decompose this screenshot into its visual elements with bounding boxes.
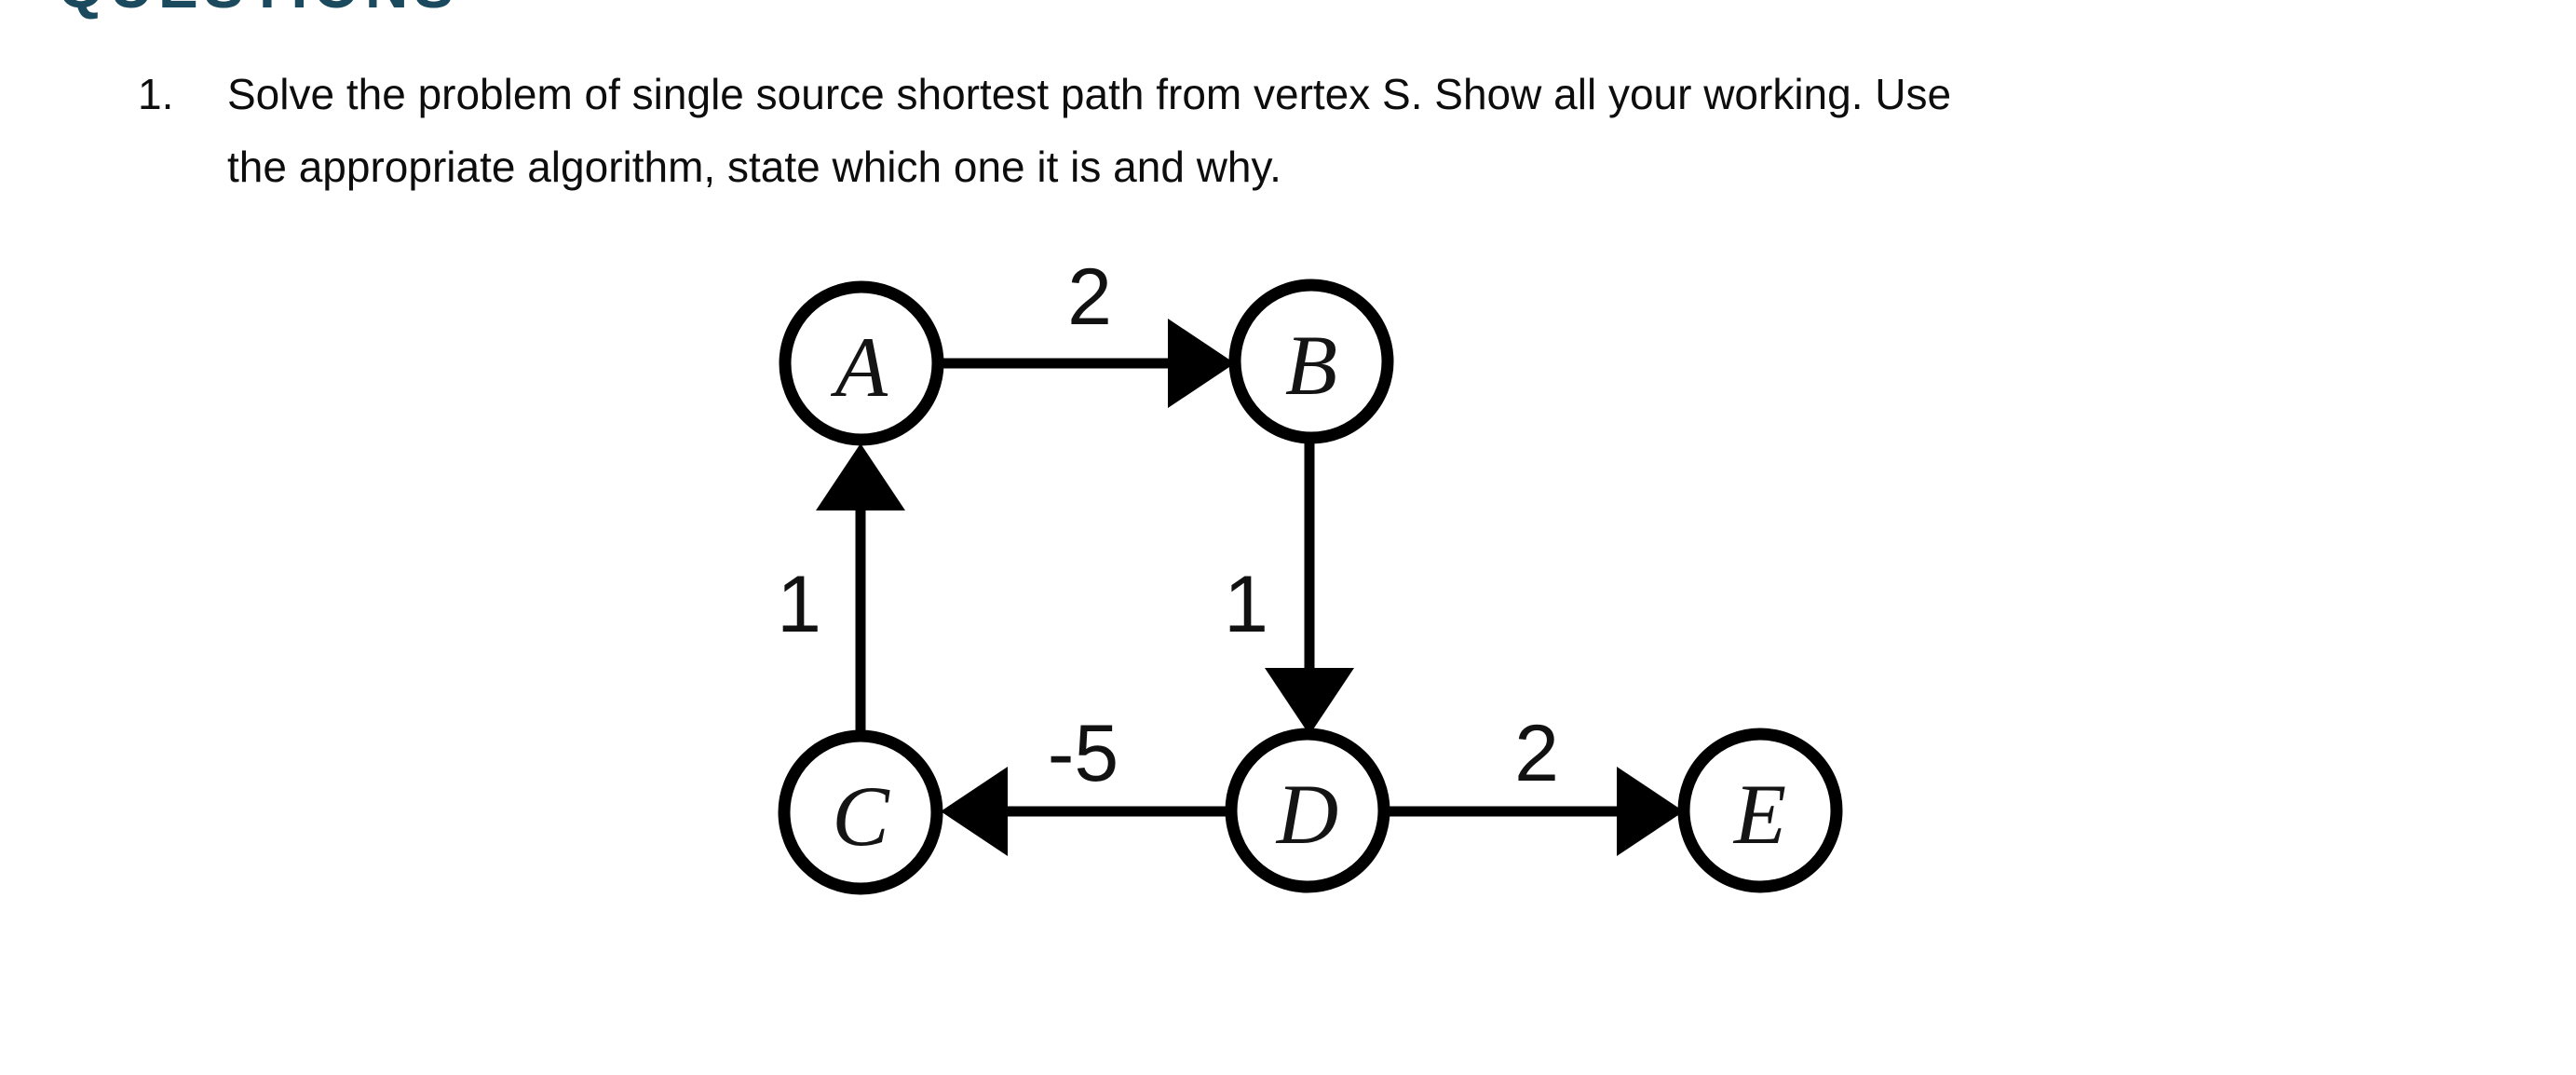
node-e-label: E bbox=[1732, 767, 1786, 862]
node-e-circle[interactable] bbox=[1677, 728, 1843, 893]
node-c-label: C bbox=[832, 769, 890, 864]
question-text: Solve the problem of single source short… bbox=[227, 58, 2341, 203]
node-b-circle[interactable] bbox=[1228, 279, 1394, 444]
node-d-circle[interactable] bbox=[1225, 728, 1390, 893]
page-heading: QUESTIONS bbox=[58, 0, 459, 22]
node-d-label: D bbox=[1275, 767, 1338, 862]
question-text-line-2: the appropriate algorithm, state which o… bbox=[227, 143, 1281, 191]
node-a-label: A bbox=[830, 320, 888, 415]
edge-c-to-a-arrowhead bbox=[816, 443, 905, 510]
graph-node-e[interactable]: E bbox=[1677, 728, 1843, 893]
graph-node-b[interactable]: B bbox=[1228, 279, 1394, 444]
node-c-circle[interactable] bbox=[778, 729, 943, 895]
edge-weight-d-to-e: 2 bbox=[1514, 709, 1559, 798]
edge-d-to-c bbox=[941, 767, 1231, 856]
question-row: 1. Solve the problem of single source sh… bbox=[138, 58, 2392, 203]
edge-b-to-d bbox=[1265, 439, 1354, 735]
edge-d-to-e-arrowhead bbox=[1617, 767, 1684, 856]
graph-diagram: A B C D E 2 1 -5 2 1 bbox=[717, 242, 1928, 969]
question-number: 1. bbox=[138, 70, 174, 118]
edge-a-to-b-arrowhead bbox=[1168, 319, 1235, 408]
question-text-line-1: Solve the problem of single source short… bbox=[227, 70, 1952, 118]
graph-node-d[interactable]: D bbox=[1225, 728, 1390, 893]
edge-weight-d-to-c: -5 bbox=[1048, 709, 1119, 798]
edge-weight-b-to-d: 1 bbox=[1224, 560, 1268, 649]
node-a-circle[interactable] bbox=[779, 280, 944, 446]
edge-b-to-d-arrowhead bbox=[1265, 668, 1354, 735]
node-b-label: B bbox=[1285, 318, 1337, 413]
edge-c-to-a bbox=[816, 443, 905, 736]
edge-d-to-e bbox=[1384, 767, 1684, 856]
edge-weight-c-to-a: 1 bbox=[777, 560, 821, 649]
page-heading-text: QUESTIONS bbox=[58, 0, 459, 20]
graph-node-a[interactable]: A bbox=[779, 280, 944, 446]
edge-a-to-b bbox=[939, 319, 1235, 408]
edge-weight-a-to-b: 2 bbox=[1067, 252, 1112, 342]
question-block: 1. Solve the problem of single source sh… bbox=[138, 58, 2392, 203]
edge-d-to-c-arrowhead bbox=[941, 767, 1008, 856]
graph-node-c[interactable]: C bbox=[778, 729, 943, 895]
